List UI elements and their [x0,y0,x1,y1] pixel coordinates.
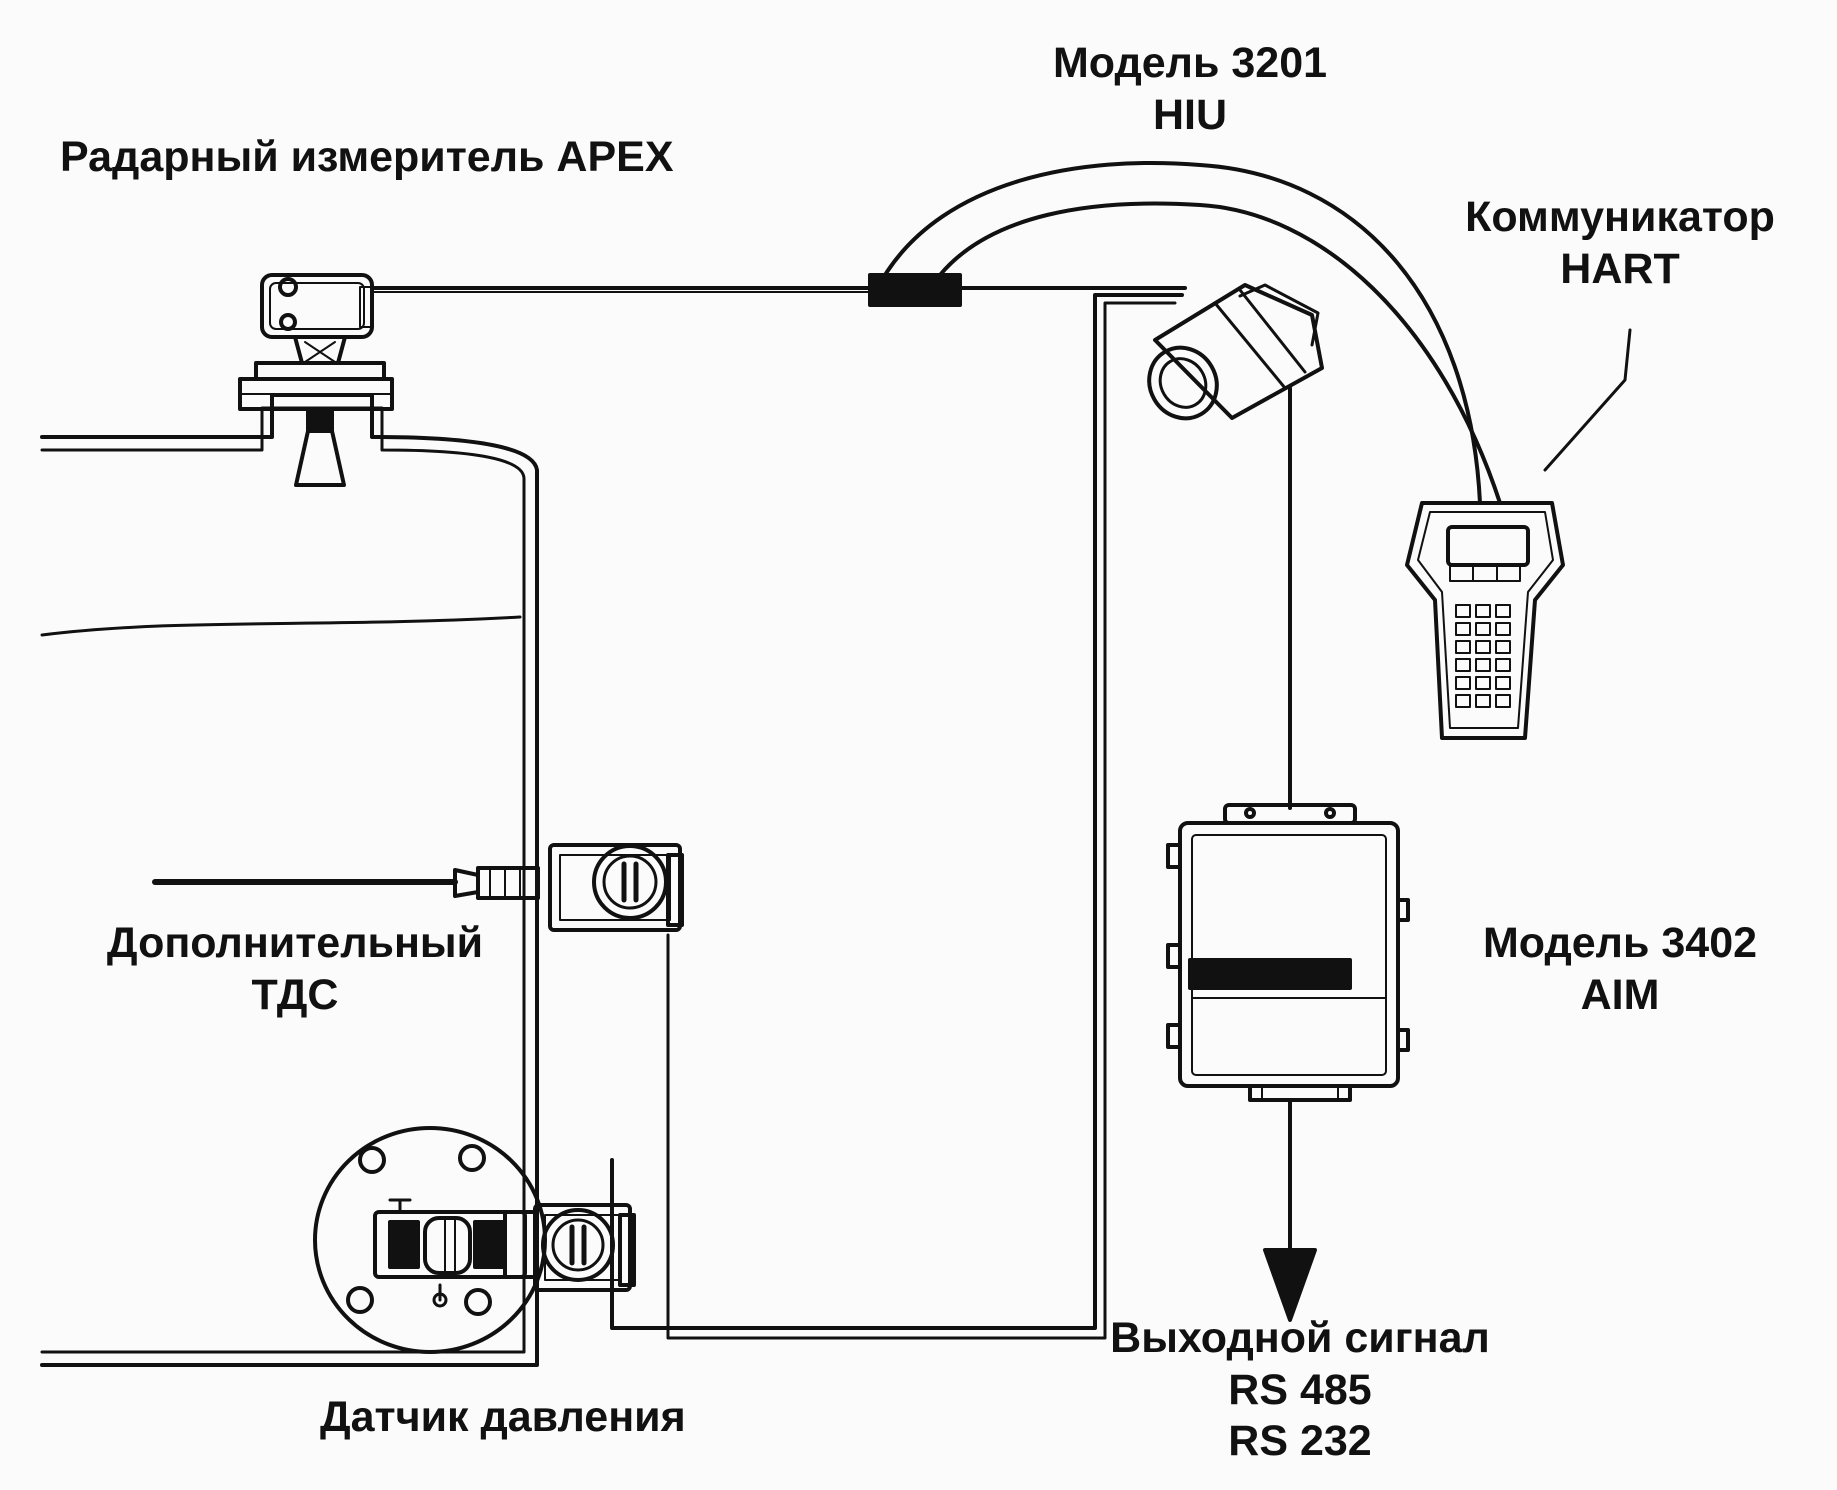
output-label-line2: RS 485 [1228,1365,1372,1414]
signal-cables [370,286,1292,1340]
hart-label-line1: Коммуникатор [1465,193,1775,241]
hiu-connector [868,273,962,307]
hart-label-line2: HART [1560,244,1680,293]
tank [40,393,539,1367]
tds-label-line1: Дополнительный [106,919,484,967]
output-arrow [1263,1098,1317,1322]
pressure-label: Датчик давления [320,1393,686,1441]
hiu-label-line1: Модель 3201 [1052,39,1328,87]
hiu-label: Модель 3201 HIU [1030,38,1350,141]
aim-module [1166,803,1410,1102]
output-label-line3: RS 232 [1228,1417,1372,1466]
hiu-label-line2: HIU [1152,90,1228,139]
hart-cable [883,160,1632,505]
hart-label: Коммуникатор HART [1420,192,1820,295]
output-label: Выходной сигнал RS 485 RS 232 [1100,1313,1500,1468]
output-label-line1: Выходной сигнал [1110,1314,1490,1362]
pressure-sensor [313,1126,636,1354]
hiu-device [1147,283,1324,421]
aim-label-line1: Модель 3402 [1482,919,1758,967]
temperature-sensor [152,843,684,932]
hart-communicator [1405,501,1565,740]
radar-gauge [238,273,394,487]
tds-label-line2: ТДС [251,970,339,1019]
aim-label-line2: AIM [1580,970,1660,1019]
radar-label: Радарный измеритель APEX [60,133,674,181]
aim-label: Модель 3402 AIM [1440,918,1800,1021]
tds-label: Дополнительный ТДС [60,918,530,1021]
